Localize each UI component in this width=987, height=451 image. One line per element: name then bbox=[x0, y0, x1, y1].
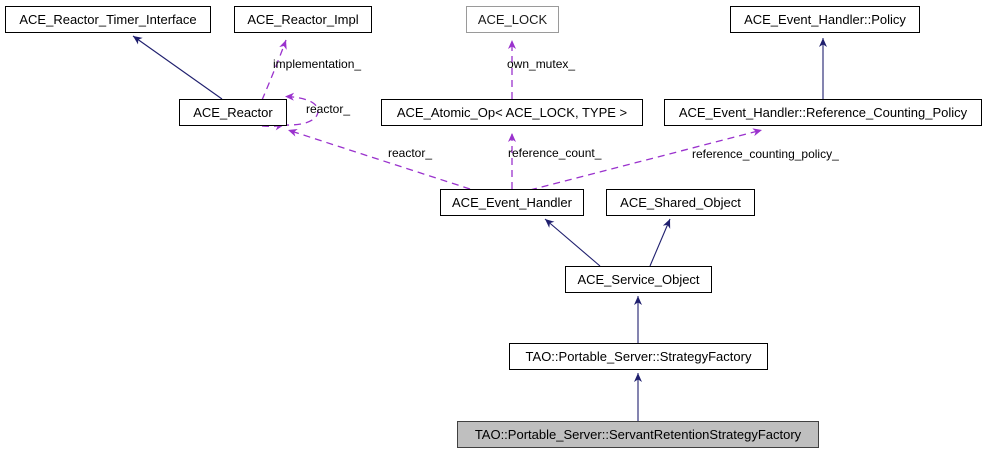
edge-label-own-mutex: own_mutex_ bbox=[507, 57, 576, 71]
node-ace-shared-object[interactable]: ACE_Shared_Object bbox=[606, 189, 755, 216]
node-tao-portable-server-servantretentionstrategyfactory[interactable]: TAO::Portable_Server::ServantRetentionSt… bbox=[457, 421, 819, 448]
edge-label-reference-count: reference_count_ bbox=[508, 146, 602, 160]
edge-label-reactor-self: reactor_ bbox=[306, 102, 351, 116]
node-ace-event-handler-reference-counting-policy[interactable]: ACE_Event_Handler::Reference_Counting_Po… bbox=[664, 99, 982, 126]
edge-reactor-to-timer-interface bbox=[132, 35, 223, 100]
node-ace-reactor-timer-interface[interactable]: ACE_Reactor_Timer_Interface bbox=[5, 6, 211, 33]
edge-service-object-to-event-handler bbox=[544, 218, 601, 267]
edge-label-implementation: implementation_ bbox=[273, 57, 362, 71]
node-ace-service-object[interactable]: ACE_Service_Object bbox=[565, 266, 712, 293]
node-ace-lock[interactable]: ACE_LOCK bbox=[466, 6, 559, 33]
node-tao-portable-server-strategyfactory[interactable]: TAO::Portable_Server::StrategyFactory bbox=[509, 343, 768, 370]
edge-label-reference-counting-policy: reference_counting_policy_ bbox=[692, 147, 839, 161]
node-ace-event-handler[interactable]: ACE_Event_Handler bbox=[440, 189, 584, 216]
node-ace-reactor[interactable]: ACE_Reactor bbox=[179, 99, 287, 126]
edge-service-object-to-shared-object bbox=[649, 218, 671, 267]
node-ace-event-handler-policy[interactable]: ACE_Event_Handler::Policy bbox=[730, 6, 920, 33]
node-ace-atomic-op[interactable]: ACE_Atomic_Op< ACE_LOCK, TYPE > bbox=[381, 99, 643, 126]
edge-label-reactor: reactor_ bbox=[388, 146, 433, 160]
edge-event-handler-to-reactor bbox=[287, 128, 471, 190]
node-ace-reactor-impl[interactable]: ACE_Reactor_Impl bbox=[234, 6, 372, 33]
